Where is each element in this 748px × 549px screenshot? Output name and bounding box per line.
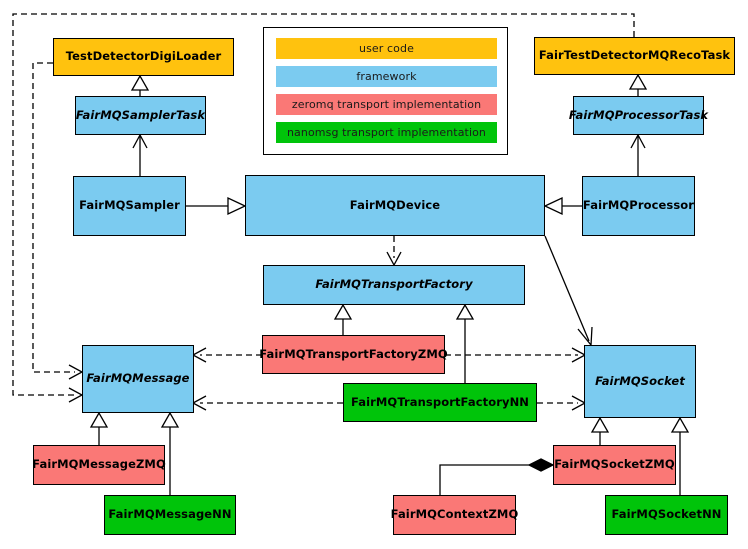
- legend-item-zeromq: zeromq transport implementation: [276, 94, 497, 115]
- edge-tfnn-to-transportfactory: [455, 303, 475, 383]
- class-label: FairMQSocketNN: [611, 507, 722, 522]
- legend-label: nanomsg transport implementation: [286, 126, 487, 139]
- edge-tfzmq-to-transportfactory: [333, 303, 353, 335]
- legend-label: user code: [359, 42, 414, 55]
- class-label: TestDetectorDigiLoader: [65, 49, 222, 64]
- class-box-fairmqcontextzmq[interactable]: FairMQContextZMQ: [390, 495, 519, 535]
- class-box-fairmqprocessortask[interactable]: FairMQProcessorTask: [569, 96, 708, 135]
- class-label: FairTestDetectorMQRecoTask: [538, 48, 731, 63]
- edge-device-to-transportfactory: [386, 236, 402, 267]
- class-label: FairMQMessage: [86, 371, 190, 386]
- class-box-fairmqsocketnn[interactable]: FairMQSocketNN: [605, 495, 728, 535]
- edge-tfzmq-to-socket: [445, 347, 587, 363]
- class-box-fairmqmessage[interactable]: FairMQMessage: [82, 345, 194, 413]
- class-label: FairMQSamplerTask: [75, 107, 206, 122]
- class-label: FairMQMessageNN: [108, 507, 232, 522]
- edge-sampler-to-device: [186, 196, 247, 216]
- edge-sampler-to-samplertask: [132, 133, 148, 176]
- class-box-fairtestdetectormqrecotask[interactable]: FairTestDetectorMQRecoTask: [534, 37, 735, 75]
- edge-contextzmq-to-socketzmq: [439, 458, 555, 495]
- class-box-fairmqsamplertask[interactable]: FairMQSamplerTask: [75, 96, 206, 135]
- legend-item-user-code: user code: [276, 38, 497, 59]
- edge-tfzmq-to-message: [191, 347, 262, 363]
- class-label: FairMQTransportFactoryNN: [350, 394, 530, 409]
- class-box-fairmqsocket[interactable]: FairMQSocket: [584, 345, 696, 418]
- class-label: FairMQTransportFactoryZMQ: [259, 346, 448, 361]
- edge-processor-to-device: [543, 196, 582, 216]
- edge-samplertask-to-digiloader: [130, 74, 150, 96]
- edge-processor-to-processortask: [630, 133, 646, 176]
- class-box-fairmqtransportfactoryzmq[interactable]: FairMQTransportFactoryZMQ: [259, 335, 448, 374]
- legend-item-nanomsg: nanomsg transport implementation: [276, 122, 497, 143]
- edge-socketzmq-to-socket: [590, 416, 610, 445]
- edge-tfnn-to-message: [191, 395, 343, 411]
- class-label: FairMQSocketZMQ: [554, 457, 675, 472]
- class-label: FairMQTransportFactory: [315, 277, 473, 292]
- edge-device-to-socket: [544, 235, 593, 347]
- legend-item-framework: framework: [276, 66, 497, 87]
- class-label: FairMQDevice: [349, 197, 441, 212]
- class-box-fairmqmessagenn[interactable]: FairMQMessageNN: [104, 495, 236, 535]
- edge-processortask-to-recotask: [628, 73, 648, 96]
- class-box-fairmqdevice[interactable]: FairMQDevice: [245, 175, 545, 236]
- legend-panel: user code framework zeromq transport imp…: [263, 27, 508, 155]
- class-label: FairMQSampler: [79, 198, 180, 213]
- class-label: FairMQProcessor: [582, 198, 695, 213]
- legend-label: zeromq transport implementation: [291, 98, 482, 111]
- class-box-testdetectordigiloader[interactable]: TestDetectorDigiLoader: [53, 38, 234, 76]
- class-label: FairMQProcessorTask: [568, 107, 709, 122]
- legend-label: framework: [356, 70, 417, 83]
- edge-messagezmq-to-message: [89, 411, 109, 445]
- class-box-fairmqtransportfactory[interactable]: FairMQTransportFactory: [263, 265, 525, 305]
- edge-tfnn-to-socket: [537, 395, 587, 411]
- class-label: FairMQContextZMQ: [390, 507, 519, 522]
- class-label: FairMQMessageZMQ: [32, 457, 166, 472]
- class-box-fairmqprocessor[interactable]: FairMQProcessor: [582, 176, 695, 236]
- class-box-fairmqmessagezmq[interactable]: FairMQMessageZMQ: [32, 445, 166, 485]
- class-box-fairmqtransportfactorynn[interactable]: FairMQTransportFactoryNN: [343, 383, 537, 422]
- class-box-fairmqsampler[interactable]: FairMQSampler: [73, 176, 186, 236]
- class-box-fairmqsocketzmq[interactable]: FairMQSocketZMQ: [553, 445, 676, 485]
- class-label: FairMQSocket: [595, 373, 685, 388]
- edge-socketnn-to-socket: [670, 416, 690, 495]
- edge-messagenn-to-message: [160, 411, 180, 495]
